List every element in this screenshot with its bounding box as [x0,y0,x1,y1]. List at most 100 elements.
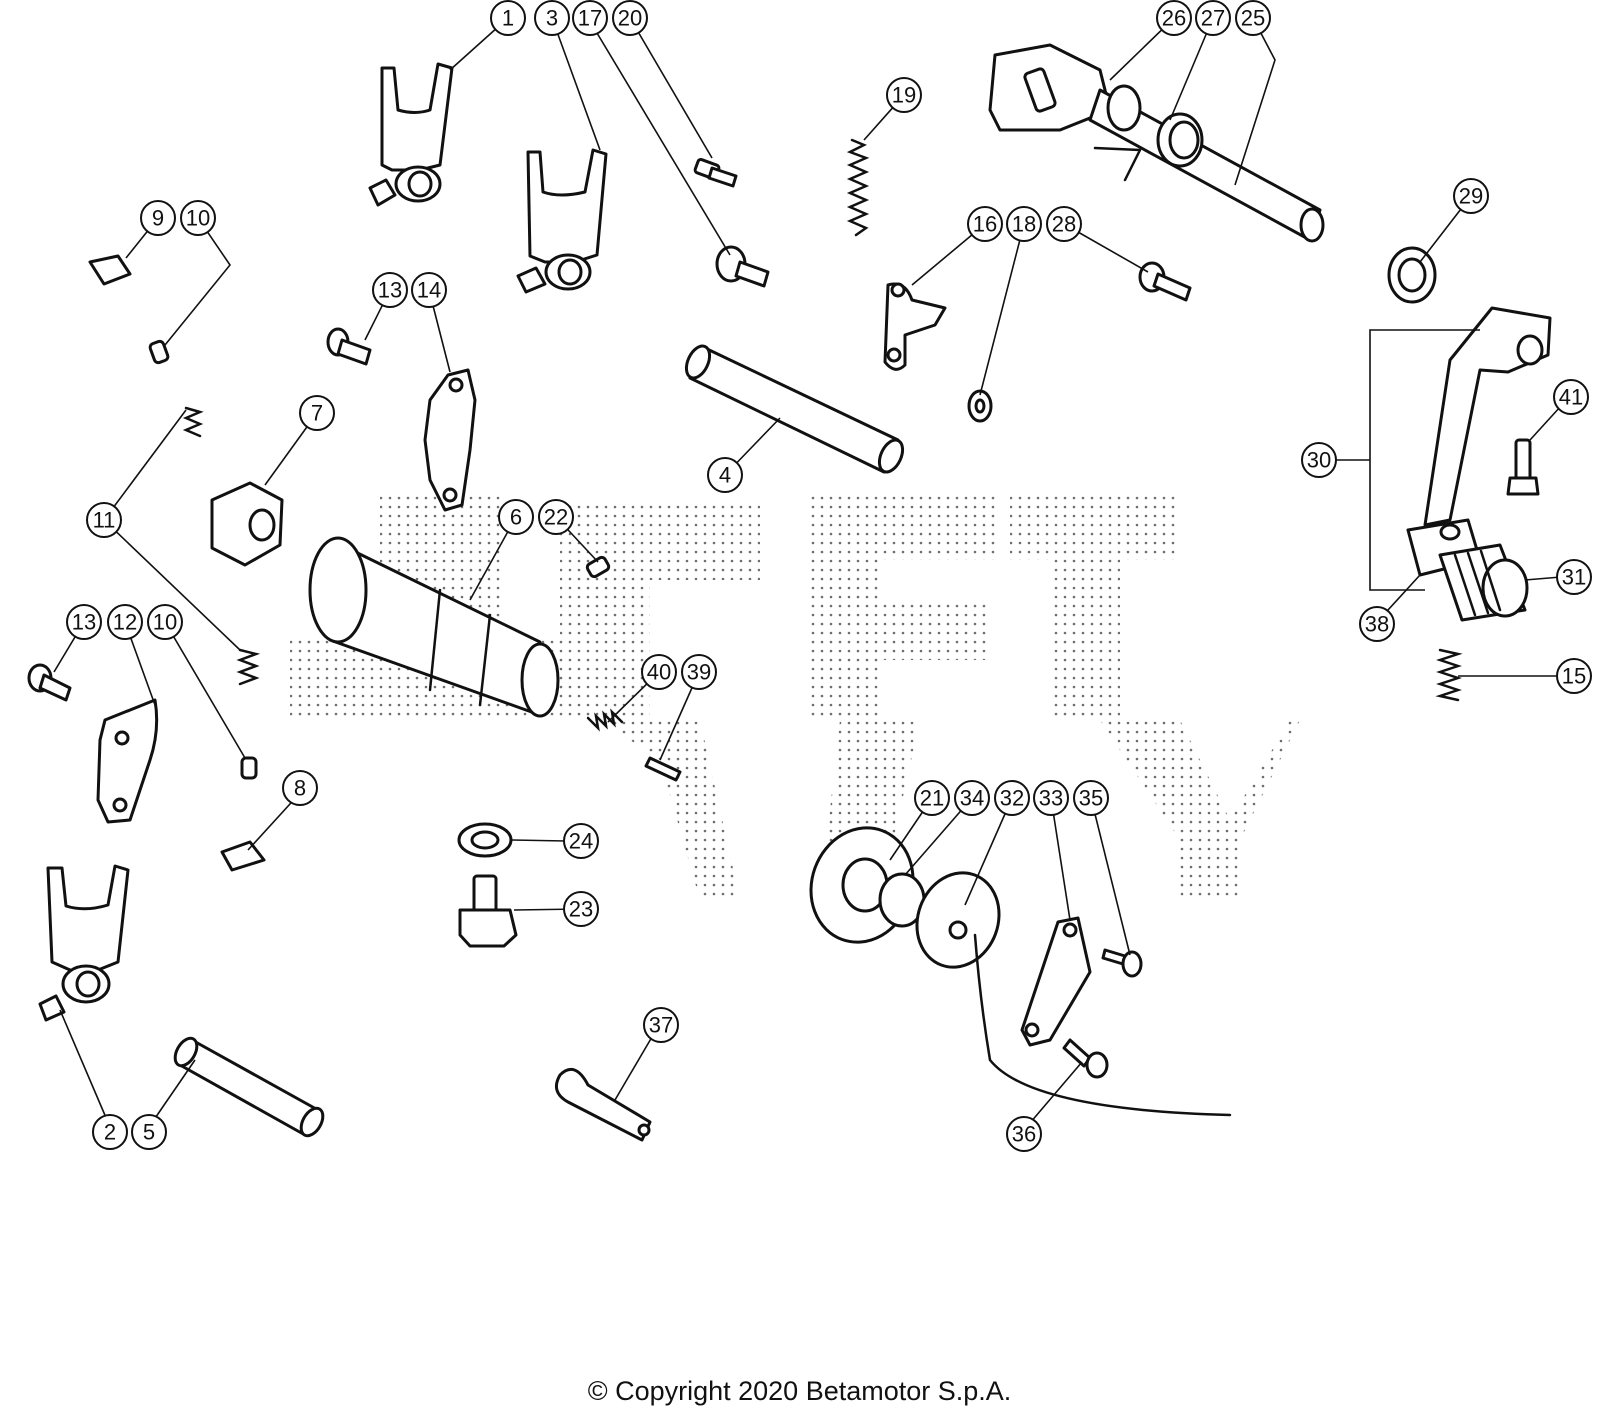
copyright-notice: © Copyright 2020 Betamotor S.p.A. [587,1376,1012,1406]
callout-label: 13 [378,278,402,303]
callout-label: 18 [1012,212,1036,237]
callout-36: 36 [1006,1116,1042,1152]
callout-label: 4 [719,463,731,488]
shaft-4 [684,344,905,474]
washer-18 [967,389,993,423]
callout-label: 17 [578,6,602,31]
callout-label: 21 [920,786,944,811]
callout-label: 37 [649,1013,673,1038]
spring-19 [846,138,870,237]
callout-label: 41 [1559,385,1583,410]
watermark [290,495,1300,900]
sensor-32 [915,871,1232,1117]
shift-lever-30 [1406,306,1552,577]
bolt-17 [715,245,770,288]
callout-label: 3 [546,6,558,31]
callout-label: 5 [143,1120,155,1145]
callout-39: 39 [681,654,717,690]
callout-2: 2 [92,1114,128,1150]
washer-24 [457,822,513,858]
screw-36 [1062,1038,1109,1079]
callout-label: 38 [1365,612,1389,637]
callout-label: 23 [569,897,593,922]
callout-31: 31 [1556,559,1592,595]
callout-6: 6 [498,499,534,535]
plate-14 [423,368,477,512]
spring-11-lower [236,648,261,686]
callout-label: 1 [502,6,514,31]
callout-label: 30 [1307,448,1331,473]
callout-10-lower: 10 [147,604,183,640]
plate-12 [96,698,159,824]
shaft-5 [173,1036,325,1138]
callout-40: 40 [641,654,677,690]
callout-14: 14 [411,272,447,308]
callout-label: 33 [1039,786,1063,811]
callout-label: 31 [1562,565,1586,590]
callout-label: 40 [647,660,671,685]
screw-13-lower [27,663,72,702]
callout-1: 1 [490,0,526,36]
callout-label: 15 [1562,664,1586,689]
callout-label: 14 [417,278,441,303]
callout-27: 27 [1195,0,1231,36]
callout-24: 24 [563,823,599,859]
callout-label: 20 [618,6,642,31]
detent-7 [210,481,284,567]
drain-plug-23 [458,874,518,948]
callout-18: 18 [1006,206,1042,242]
callout-label: 29 [1459,184,1483,209]
callout-30: 30 [1301,442,1337,478]
callout-28: 28 [1046,206,1082,242]
callout-label: 34 [960,786,984,811]
spring-15 [1435,648,1463,702]
callout-34: 34 [954,780,990,816]
callout-12: 12 [107,604,143,640]
callout-41: 41 [1553,379,1589,415]
callout-35: 35 [1073,780,1109,816]
callout-3: 3 [534,0,570,36]
pin-22 [585,555,611,579]
callout-label: 10 [153,610,177,635]
callout-label: 16 [973,212,997,237]
callout-16: 16 [967,206,1003,242]
callout-37: 37 [643,1007,679,1043]
clip-8 [220,840,266,872]
callout-22: 22 [538,499,574,535]
callout-13-lower: 13 [66,604,102,640]
callout-29: 29 [1453,178,1489,214]
screw-13-upper [326,327,372,366]
shift-fork-3 [516,148,608,294]
callout-label: 11 [93,508,116,533]
callout-20: 20 [612,0,648,36]
callout-38: 38 [1359,606,1395,642]
callout-label: 26 [1162,6,1186,31]
callout-11: 11 [86,502,122,538]
callout-label: 10 [186,206,210,231]
spring-11-upper [182,406,204,438]
callout-label: 36 [1012,1122,1036,1147]
shift-fork-2 [38,864,130,1022]
callout-10: 10 [180,200,216,236]
screw-35 [1101,948,1143,978]
callout-7: 7 [299,395,335,431]
shift-fork-1 [368,62,454,207]
callout-4: 4 [707,457,743,493]
callout-label: 27 [1201,6,1225,31]
callout-17: 17 [572,0,608,36]
callout-label: 2 [104,1120,116,1145]
callout-21: 21 [914,780,950,816]
clip-37 [554,1067,652,1142]
callout-label: 32 [1000,786,1024,811]
shift-drum-6 [308,536,560,718]
callout-33: 33 [1033,780,1069,816]
bolt-20 [693,158,738,188]
callout-9: 9 [140,200,176,236]
callout-label: 28 [1052,212,1076,237]
callout-label: 19 [892,83,916,108]
callout-label: 25 [1241,6,1265,31]
callout-25: 25 [1235,0,1271,36]
pin-10-upper [148,339,170,365]
callout-label: 35 [1079,786,1103,811]
